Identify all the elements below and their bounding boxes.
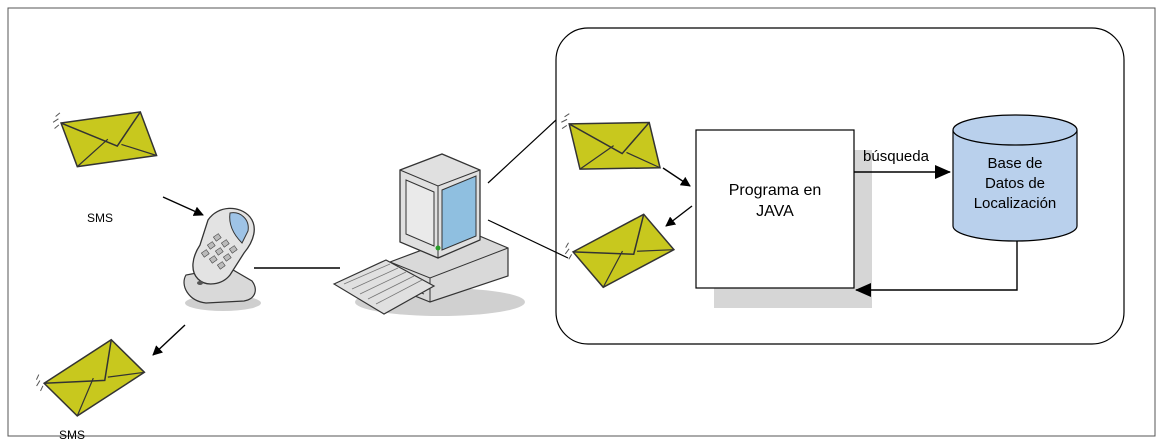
edge-label-search: búsqueda xyxy=(863,148,930,165)
mobile-phone-icon xyxy=(183,207,261,311)
envelope-icon xyxy=(29,332,152,427)
arrow-phone-to-sms xyxy=(152,324,186,356)
sms-label-bottom: SMS xyxy=(59,428,85,439)
arrow-sms-out xyxy=(665,205,693,227)
database-icon xyxy=(952,114,1078,242)
sms-label-top: SMS xyxy=(87,211,113,225)
db-label-line2: Datos de xyxy=(985,175,1045,192)
envelope-icon xyxy=(48,103,161,175)
program-label-line1: Programa en xyxy=(729,182,822,199)
db-label-line1: Base de xyxy=(987,155,1042,172)
arrow-sms-in xyxy=(662,167,691,187)
zoom-line-top xyxy=(487,119,557,184)
desktop-computer-icon xyxy=(332,153,525,316)
outer-frame xyxy=(7,7,1156,437)
arrow-db-return xyxy=(855,241,1018,297)
db-label-line3: Localización xyxy=(974,195,1057,212)
arrow-sms-to-phone xyxy=(162,196,204,216)
program-box xyxy=(695,129,855,289)
zoom-line-bottom xyxy=(487,219,569,259)
program-label-line2: JAVA xyxy=(756,203,794,220)
